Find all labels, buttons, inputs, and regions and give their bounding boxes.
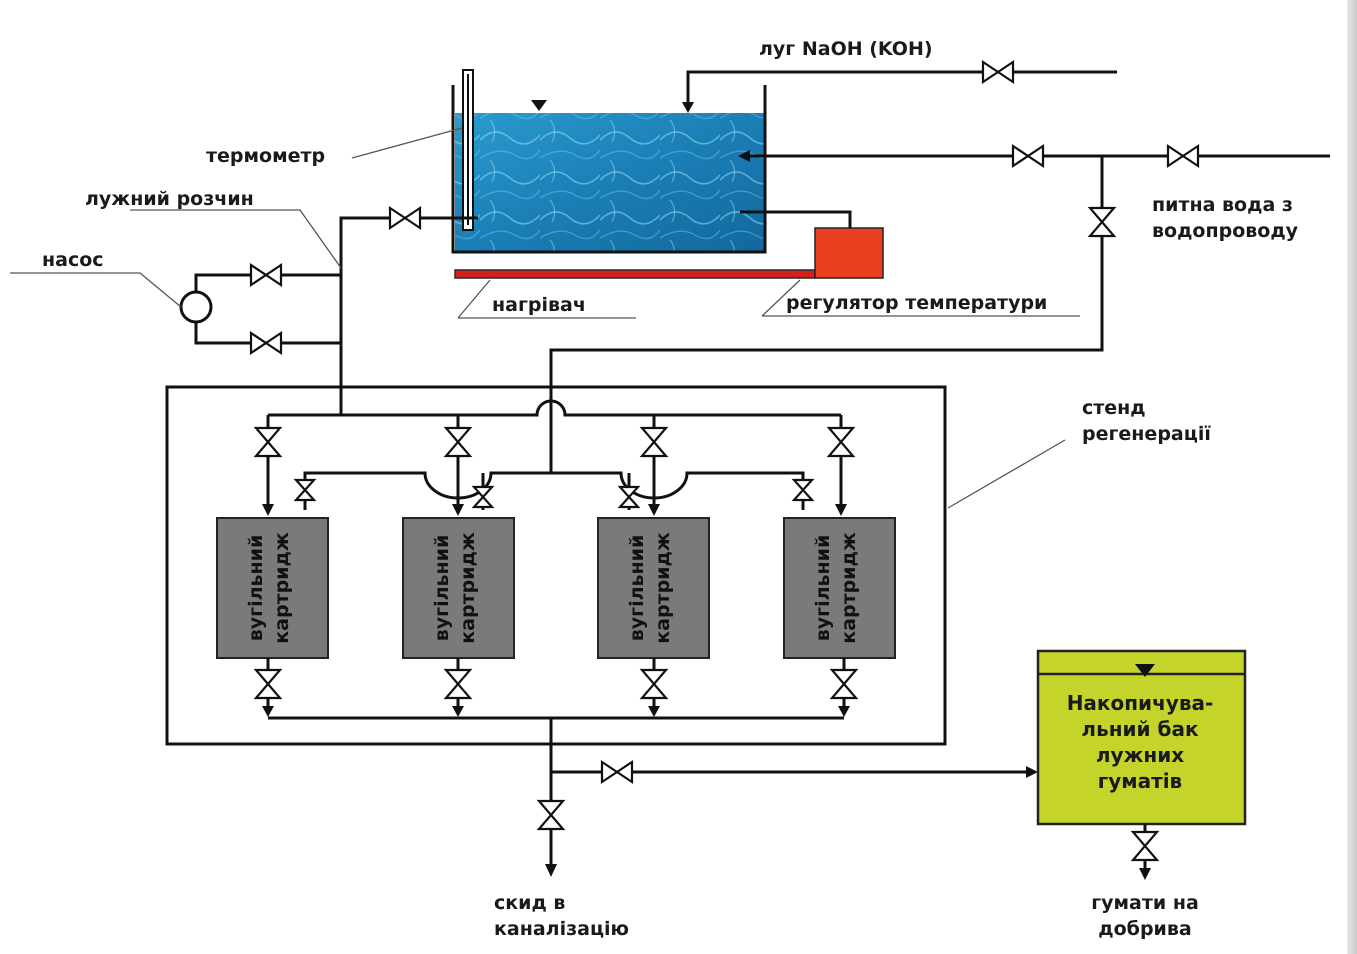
tank-outlet-pipe: [339, 216, 478, 415]
regulator-sensor-line: [740, 210, 852, 228]
valve-icon: [1130, 830, 1160, 862]
naoh-arrow-icon: [682, 102, 694, 113]
cartridge-3: вугільний картридж: [597, 517, 710, 659]
storage-tank: Накопичува- льний бак лужних гуматів: [1036, 649, 1247, 826]
valve-icon: [249, 262, 283, 288]
arrow-down-icon: [648, 504, 660, 516]
storage-tank-label-3: лужних: [1096, 743, 1184, 767]
heater-label: нагрівач: [492, 294, 586, 316]
pump-label: насос: [42, 249, 104, 271]
arrow-down-icon: [835, 504, 847, 516]
thermometer: [462, 69, 474, 231]
valve-icon: [981, 59, 1015, 85]
page-edge-shadow: [1347, 0, 1357, 954]
storage-inlet-arrow-icon: [1026, 766, 1038, 778]
naoh-pipe: [686, 70, 1117, 104]
cartridge-label-line2: картридж: [652, 532, 674, 644]
valve-icon: [443, 668, 473, 700]
discharge-label-2: каналізацію: [494, 918, 629, 940]
valve-icon: [639, 426, 669, 458]
valve-icon: [826, 426, 856, 458]
thermometer-leader: [351, 127, 463, 159]
storage-tank-label-1: Накопичува-: [1067, 691, 1214, 715]
valves: [249, 59, 1200, 862]
pump-icon: [179, 290, 213, 324]
valve-icon: [1166, 143, 1200, 169]
arrow-down-icon: [452, 706, 464, 717]
water-inlet-arrow-icon: [738, 150, 750, 162]
tank-water-pattern: [455, 113, 764, 251]
humates-label-1: гумати на: [1091, 892, 1199, 914]
discharge-arrow-icon: [545, 864, 557, 877]
valve-icon: [443, 426, 473, 458]
cartridge-2: вугільний картридж: [402, 517, 515, 659]
valve-icon: [253, 426, 283, 458]
valve-icon: [600, 759, 634, 785]
pump-lower-pipe: [194, 322, 341, 345]
regulator-leader: [761, 279, 1080, 317]
alkaline-solution-label: лужний розчин: [85, 188, 254, 210]
water-header-pipe: [303, 471, 805, 500]
valve-icon: [1087, 206, 1117, 238]
stand-label-1: стенд: [1082, 397, 1146, 419]
discharge-label-1: скид в: [494, 892, 565, 914]
valve-icon: [471, 485, 495, 509]
storage-tank-label-2: льний бак: [1081, 717, 1199, 741]
cartridge-4: вугільний картридж: [783, 517, 896, 659]
temperature-regulator-box: [814, 227, 884, 279]
cartridge-label-line1: вугільний: [431, 535, 453, 642]
valve-icon: [293, 478, 317, 502]
drinking-water-label-1: питна вода з: [1152, 194, 1293, 216]
naoh-label: луг NaOH (KOH): [759, 38, 933, 60]
valve-icon: [536, 799, 566, 831]
arrow-down-icon: [838, 706, 850, 717]
cartridge-label-line1: вугільний: [626, 535, 648, 642]
humates-label-2: добрива: [1098, 918, 1191, 940]
valve-icon: [829, 668, 859, 700]
tank-walls: [451, 85, 767, 254]
arrow-down-icon: [262, 504, 274, 516]
drinking-water-label-2: водопроводу: [1152, 220, 1299, 242]
heater-leader: [457, 279, 636, 319]
storage-outlet-arrow-icon: [1139, 868, 1151, 880]
arrow-down-icon: [452, 504, 464, 516]
temperature-regulator-label: регулятор температури: [786, 292, 1047, 314]
arrow-down-icon: [262, 706, 274, 717]
storage-tank-label-4: гуматів: [1098, 769, 1182, 793]
alkaline-solution-leader: [130, 209, 342, 269]
heater-bar: [454, 269, 816, 279]
arrow-down-icon: [648, 706, 660, 717]
valve-icon: [388, 205, 422, 231]
alkali-header-pipe: [268, 399, 841, 417]
cartridge-label-line2: картридж: [457, 532, 479, 644]
level-marker-icon: [1135, 664, 1155, 677]
level-marker-icon: [531, 100, 547, 111]
water-branch-pipe: [549, 156, 1104, 387]
cartridge-label-line1: вугільний: [812, 535, 834, 642]
valve-icon: [1011, 143, 1045, 169]
cartridge-1: вугільний картридж: [216, 517, 329, 659]
stand-leader: [947, 439, 1066, 509]
valve-icon: [253, 668, 283, 700]
cartridge-label-line2: картридж: [271, 532, 293, 644]
cartridge-label-line1: вугільний: [245, 535, 267, 642]
valve-icon: [617, 485, 641, 509]
valve-icon: [639, 668, 669, 700]
water-tank: [451, 85, 767, 254]
valve-icon: [249, 330, 283, 356]
cartridge-label-line2: картридж: [838, 532, 860, 644]
pump-leader: [10, 272, 182, 308]
regeneration-stand-frame: [165, 385, 947, 746]
valve-icon: [791, 478, 815, 502]
thermometer-label: термометр: [206, 145, 325, 167]
stand-label-2: регенерації: [1082, 423, 1211, 445]
pump-upper-pipe: [194, 273, 341, 292]
